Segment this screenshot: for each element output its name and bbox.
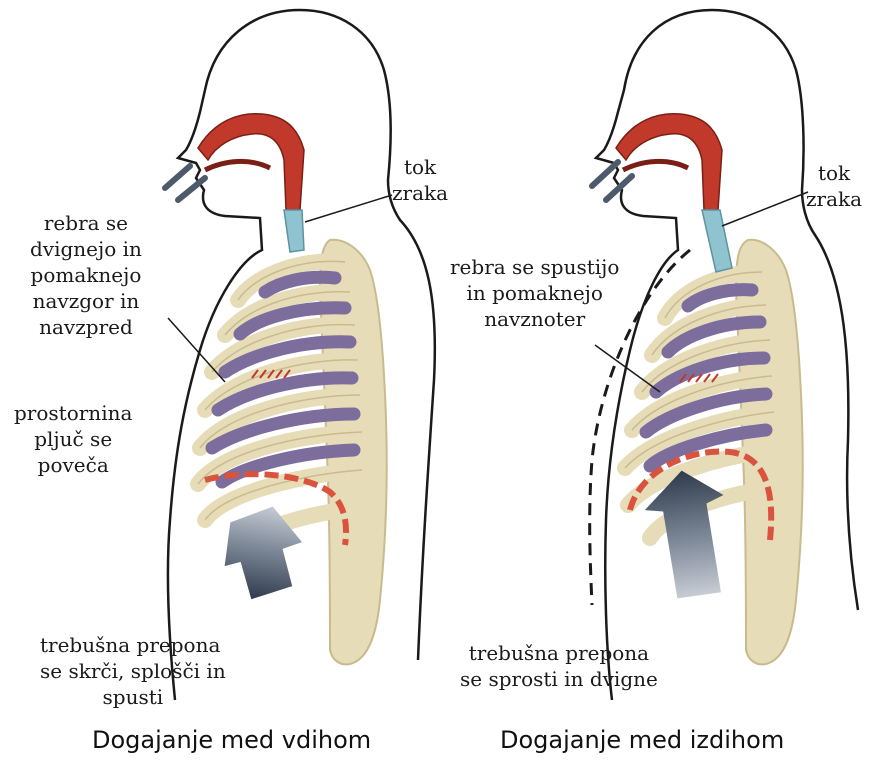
label-line: zraka <box>806 186 862 212</box>
body-outline <box>168 10 435 700</box>
label-line: tok <box>806 160 862 186</box>
ribs-leader <box>168 318 225 382</box>
label-line: pomaknejo <box>30 262 142 288</box>
label-line: tok <box>392 154 448 180</box>
label-line: rebra se spustijo <box>450 254 619 280</box>
label-line: trebušna prepona <box>460 640 658 666</box>
exhale-airflow-label: tok zraka <box>806 160 862 212</box>
label-line: poveča <box>14 452 132 478</box>
inhale-caption: Dogajanje med vdihom <box>92 726 371 754</box>
airflow-leader <box>305 195 392 222</box>
label-line: zraka <box>392 180 448 206</box>
label-line: se skrči, splošči in <box>40 658 226 684</box>
exhalation-panel <box>590 10 858 700</box>
exhale-diaphragm-label: trebušna prepona se sprosti in dvigne <box>460 640 658 692</box>
label-line: navzgor in <box>30 288 142 314</box>
trachea <box>702 210 732 272</box>
airflow-leader <box>722 192 808 226</box>
inhale-diaphragm-label: trebušna prepona se skrči, splošči in sp… <box>40 632 226 710</box>
oral-airway <box>205 161 270 170</box>
label-line: spusti <box>40 684 226 710</box>
oral-airway <box>623 161 688 170</box>
exhale-caption: Dogajanje med izdihom <box>500 726 784 754</box>
trachea <box>284 210 304 252</box>
label-line: pljuč se <box>14 426 132 452</box>
label-line: se sprosti in dvigne <box>460 666 658 692</box>
inhalation-panel <box>165 10 435 700</box>
label-line: in pomaknejo <box>450 280 619 306</box>
label-line: rebra se <box>30 210 142 236</box>
label-line: dvignejo in <box>30 236 142 262</box>
exhale-ribs-label: rebra se spustijo in pomaknejo navznoter <box>450 254 619 332</box>
inhale-airflow-label: tok zraka <box>392 154 448 206</box>
label-line: navznoter <box>450 306 619 332</box>
label-line: trebušna prepona <box>40 632 226 658</box>
label-line: navzpred <box>30 314 142 340</box>
inhale-ribs-label: rebra se dvignejo in pomaknejo navzgor i… <box>30 210 142 340</box>
inhale-lungs-label: prostornina pljuč se poveča <box>14 400 132 478</box>
label-line: prostornina <box>14 400 132 426</box>
